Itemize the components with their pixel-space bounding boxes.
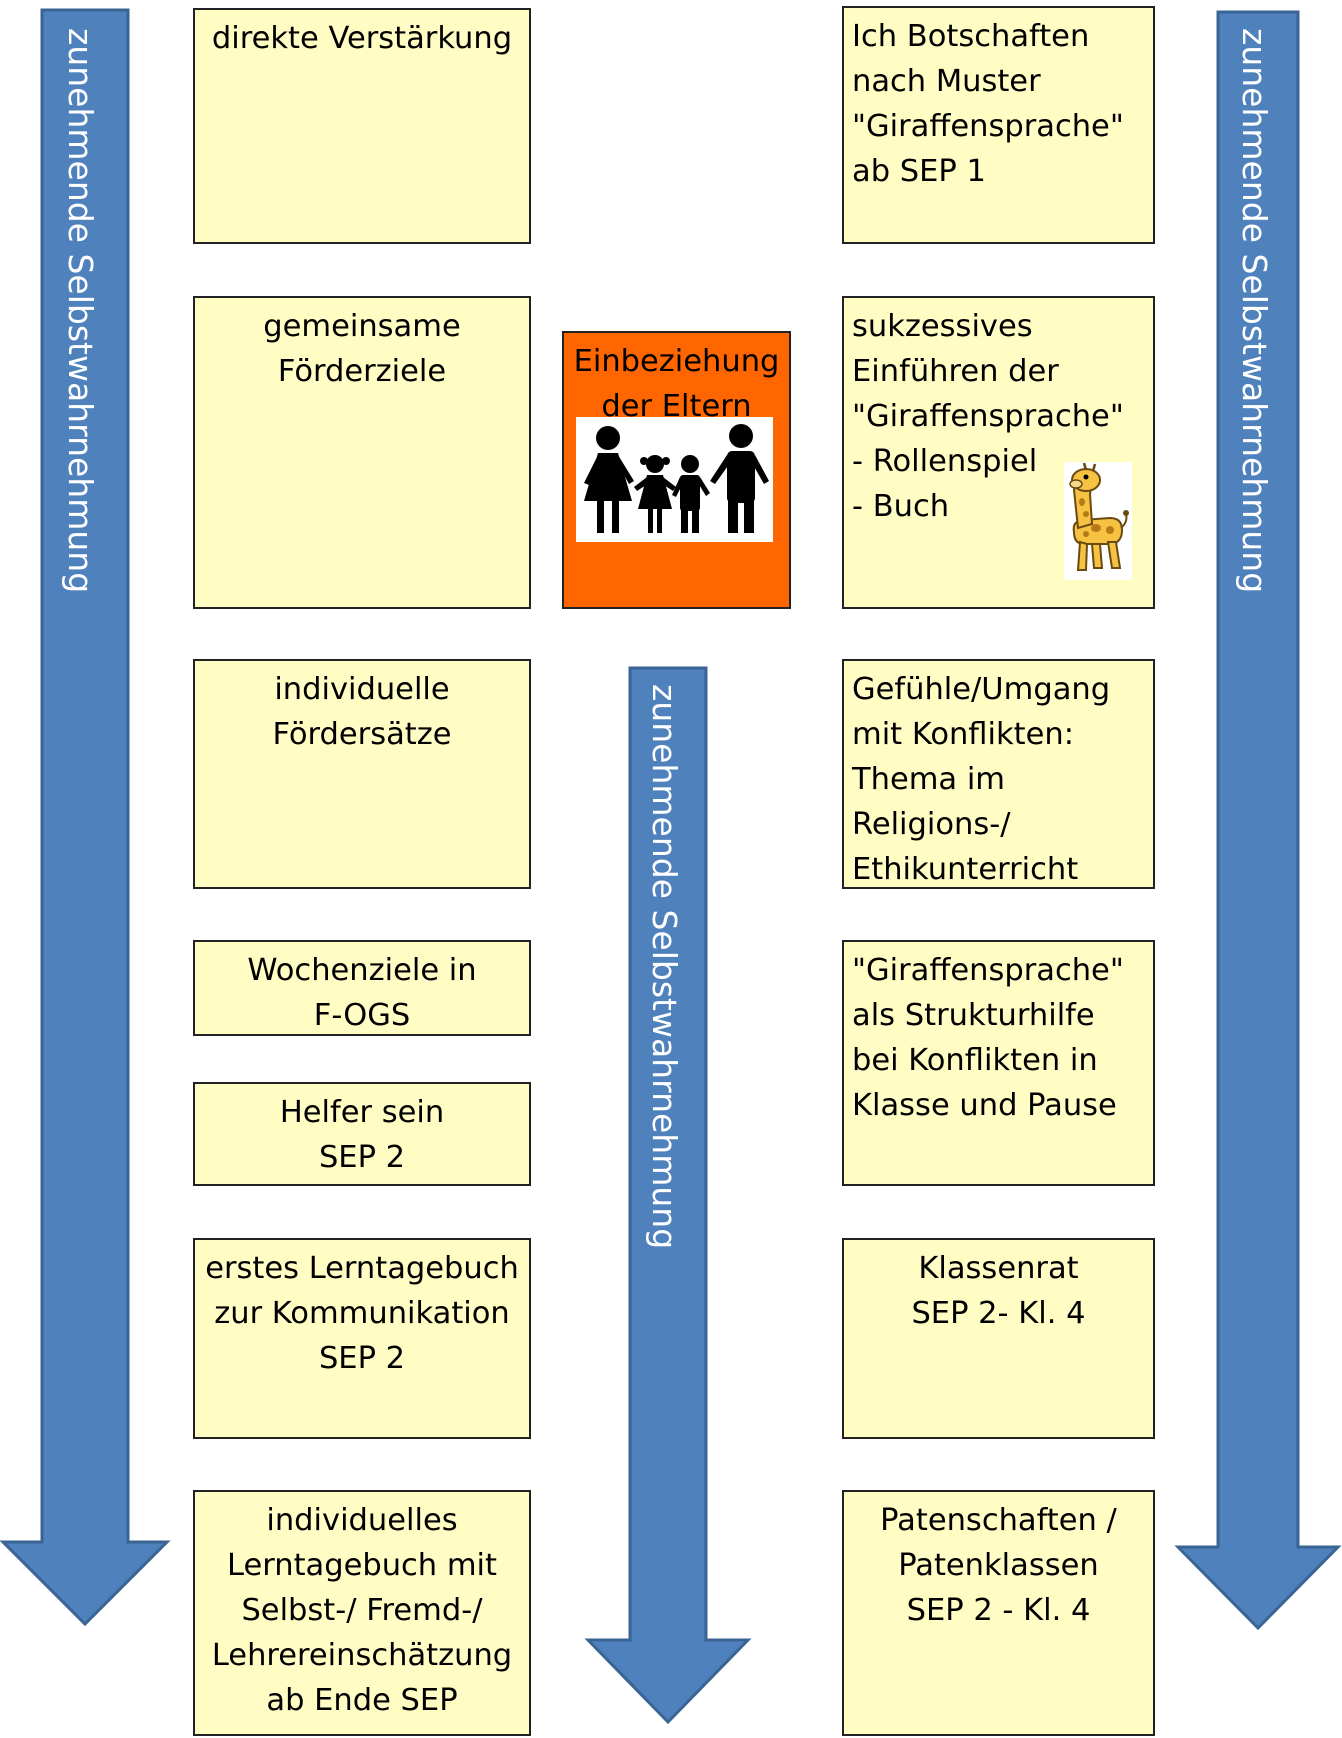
- right-arrow-label: zunehmende Selbstwahrnehmung: [1235, 28, 1274, 594]
- box-text-line: bei Konflikten in: [852, 1043, 1098, 1078]
- box-text-line: nach Muster: [852, 64, 1041, 99]
- box-text-line: ab Ende SEP: [266, 1683, 458, 1718]
- box-text-line: mit Konflikten:: [852, 717, 1074, 752]
- box-text-line: Gefühle/Umgang: [852, 672, 1111, 707]
- right-box-giraffensprache-strukturhilfe: "Giraffensprache" als Strukturhilfe bei …: [842, 940, 1155, 1186]
- box-text-line: individuelle: [274, 672, 450, 707]
- box-text-line: erstes Lerntagebuch: [205, 1251, 519, 1286]
- box-text-line: F-OGS: [313, 998, 411, 1033]
- right-box-gefuehle-umgang: Gefühle/Umgang mit Konflikten: Thema im …: [842, 659, 1155, 889]
- box-text-line: Förderziele: [277, 354, 447, 389]
- left-box-gemeinsame-foerderziele: gemeinsame Förderziele: [193, 296, 531, 609]
- box-text-line: ab SEP 1: [852, 154, 986, 189]
- box-text-line: - Rollenspiel: [852, 444, 1038, 479]
- box-text-line: gemeinsame: [263, 309, 461, 344]
- giraffe-icon: [1064, 462, 1132, 580]
- box-text-line: sukzessives: [852, 309, 1033, 344]
- box-text-line: Ethikunterricht: [852, 852, 1079, 887]
- box-text-line: Einführen der: [852, 354, 1059, 389]
- left-box-direkte-verstaerkung: direkte Verstärkung: [193, 8, 531, 244]
- right-arrow-shape: [1174, 10, 1342, 1631]
- box-text-line: Ich Botschaften: [852, 19, 1090, 54]
- eltern-text-line: Einbeziehung: [573, 344, 780, 379]
- box-text-line: Religions-/: [852, 807, 1011, 842]
- box-text-line: Helfer sein: [279, 1095, 445, 1130]
- box-text-line: Lerntagebuch mit: [227, 1548, 497, 1583]
- box-text-line: zur Kommunikation: [214, 1296, 510, 1331]
- box-text-line: als Strukturhilfe: [852, 998, 1095, 1033]
- left-box-individuelle-foerdersaetze: individuelle Fördersätze: [193, 659, 531, 889]
- box-text-line: direkte Verstärkung: [211, 21, 513, 56]
- box-text-line: Klasse und Pause: [852, 1088, 1117, 1123]
- family-icon: [576, 417, 773, 542]
- left-box-wochenziele: Wochenziele in F-OGS: [193, 940, 531, 1036]
- left-arrow-shape: [0, 8, 171, 1627]
- right-box-ich-botschaften: Ich Botschaften nach Muster "Giraffenspr…: [842, 6, 1155, 244]
- box-text-line: SEP 2: [318, 1140, 406, 1175]
- box-text-line: Lehrereinschätzung: [211, 1638, 513, 1673]
- left-box-erstes-lerntagebuch: erstes Lerntagebuch zur Kommunikation SE…: [193, 1238, 531, 1439]
- box-text-line: Patenklassen: [898, 1548, 1099, 1583]
- box-text-line: individuelles: [266, 1503, 458, 1538]
- middle-arrow-label: zunehmende Selbstwahrnehmung: [645, 684, 684, 1250]
- box-text-line: SEP 2- Kl. 4: [911, 1296, 1086, 1331]
- box-text-line: "Giraffensprache": [852, 953, 1124, 988]
- box-text-line: SEP 2 - Kl. 4: [906, 1593, 1091, 1628]
- box-text-line: Thema im: [852, 762, 1006, 797]
- box-text-line: Fördersätze: [272, 717, 452, 752]
- right-box-patenschaften: Patenschaften / Patenklassen SEP 2 - Kl.…: [842, 1490, 1155, 1736]
- box-text-line: Klassenrat: [918, 1251, 1079, 1286]
- left-arrow-label: zunehmende Selbstwahrnehmung: [61, 28, 100, 594]
- box-text-line: - Buch: [852, 489, 950, 524]
- middle-arrow-shape: [584, 666, 752, 1725]
- box-text-line: SEP 2: [318, 1341, 406, 1376]
- left-box-helfer-sein: Helfer sein SEP 2: [193, 1082, 531, 1186]
- box-text-line: "Giraffensprache": [852, 399, 1124, 434]
- box-text-line: "Giraffensprache": [852, 109, 1124, 144]
- box-text-line: Wochenziele in: [247, 953, 477, 988]
- left-box-individuelles-lerntagebuch: individuelles Lerntagebuch mit Selbst-/ …: [193, 1490, 531, 1736]
- right-box-klassenrat: Klassenrat SEP 2- Kl. 4: [842, 1238, 1155, 1439]
- box-text-line: Patenschaften /: [880, 1503, 1117, 1538]
- box-text-line: Selbst-/ Fremd-/: [241, 1593, 483, 1628]
